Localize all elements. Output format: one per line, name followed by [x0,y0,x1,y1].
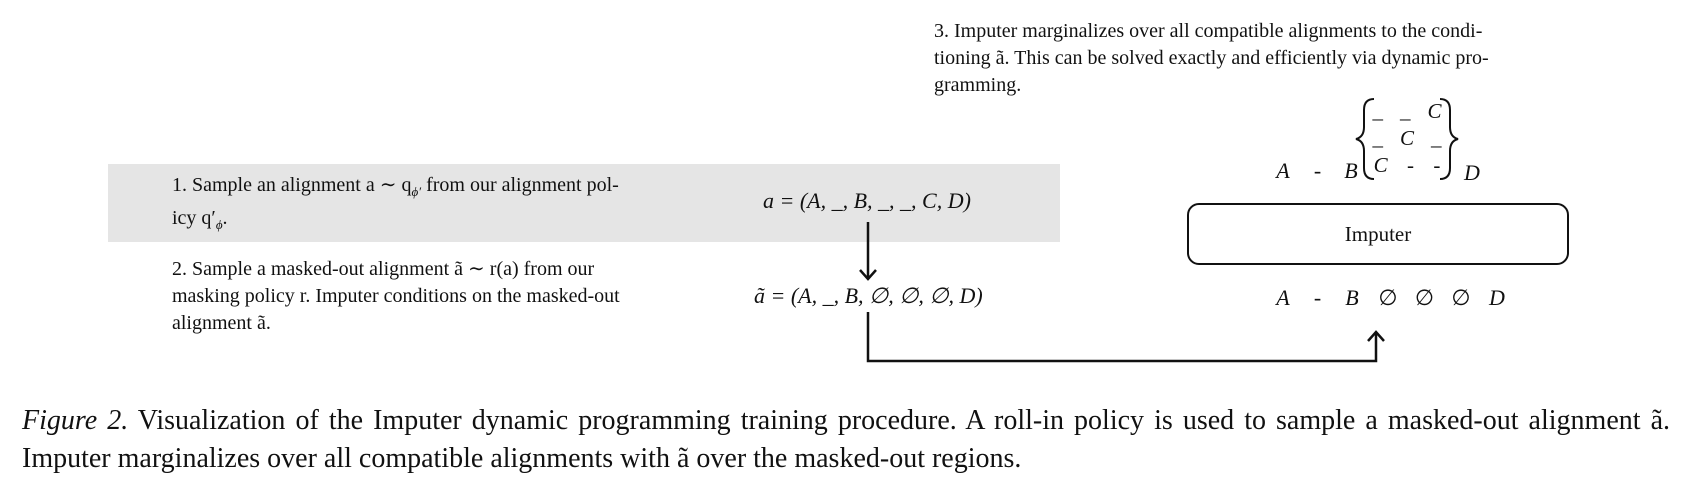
seq-token: - [1313,158,1322,183]
masked-sequence: A - B ∅ ∅ ∅ D [1268,285,1512,311]
seq-token: D [1489,285,1505,310]
step1-line2: icy q′ϕ. [172,207,228,232]
step1-highlight [108,164,1060,242]
down-arrow [859,222,877,281]
candidate-row: _C_ [1372,126,1442,150]
imputer-label: Imputer [1344,221,1412,246]
candidate-sequence: A - B [1268,158,1365,184]
step2-text: 2. Sample a masked-out alignment ã ∼ r(a… [172,256,682,337]
step2-line1: 2. Sample a masked-out alignment ã ∼ r(a… [172,258,595,280]
step3-text: 3. Imputer marginalizes over all compati… [934,18,1574,99]
left-brace [1355,98,1375,180]
caption-text: Visualization of the Imputer dynamic pro… [22,405,1671,474]
seq-token: B [1345,285,1359,310]
equation-alignment: a = (A, _, B, _, _, C, D) [763,188,971,213]
equation-masked-alignment: ã = (A, _, B, ∅, ∅, ∅, D) [754,283,983,308]
step2-line3: alignment ã. [172,312,271,334]
seq-token: ∅ [1414,285,1435,310]
figure-caption: Figure 2. Visualization of the Imputer d… [22,402,1670,478]
seq-token: A [1276,285,1290,310]
seq-token: - [1313,285,1322,310]
seq-token: B [1344,158,1358,183]
step2-line2: masking policy r. Imputer conditions on … [172,285,620,307]
caption-label: Figure 2. [22,405,129,436]
candidate-set: __C _C_ C-- [1364,98,1450,179]
conditioning-arrow [866,312,1385,363]
step3-line3: gramming. [934,74,1022,96]
seq-token: ∅ [1378,285,1398,310]
step3-line2: tioning ã. This can be solved exactly an… [934,47,1489,69]
candidate-row: __C [1372,99,1442,123]
imputer-box: Imputer [1187,203,1569,265]
step1-text: 1. Sample an alignment a ∼ qϕ′ from our … [172,172,682,238]
candidate-row: C-- [1373,153,1441,177]
seq-token: D [1464,160,1480,185]
step1-line1: 1. Sample an alignment a ∼ qϕ′ from our … [172,174,619,199]
right-brace [1439,98,1459,180]
seq-token: ∅ [1451,285,1471,310]
seq-token: A [1276,158,1290,183]
step3-line1: 3. Imputer marginalizes over all compati… [934,20,1483,42]
